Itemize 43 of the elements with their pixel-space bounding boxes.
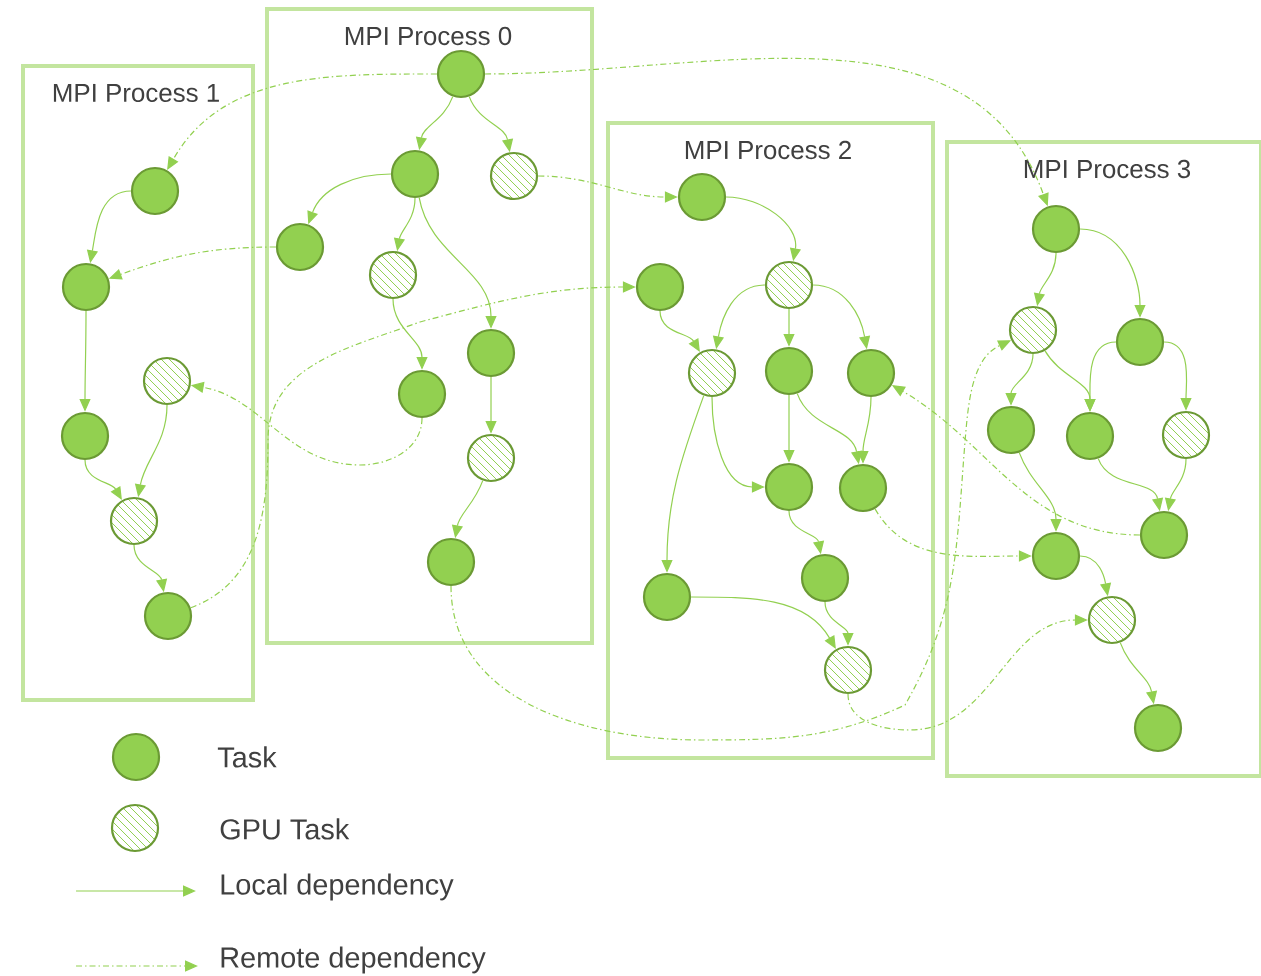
task-circle — [1115, 317, 1165, 367]
task-circle — [466, 328, 516, 378]
process-box: MPI Process 3 — [945, 140, 1261, 778]
task-circle — [764, 462, 814, 512]
task-circle — [60, 411, 110, 461]
task-circle — [275, 222, 325, 272]
legend-label: GPU Task — [220, 818, 350, 840]
gpu-task-circle — [823, 645, 873, 695]
task-circle — [838, 463, 888, 513]
task-circle — [846, 348, 896, 398]
task-circle — [390, 149, 440, 199]
task-circle — [130, 166, 180, 216]
process-box: MPI Process 2 — [606, 121, 935, 760]
task-circle — [986, 405, 1036, 455]
gpu-task-circle — [489, 151, 539, 201]
gpu-task-circle — [109, 496, 159, 546]
task-circle — [635, 262, 685, 312]
task-circle — [1031, 531, 1081, 581]
task-circle — [1133, 703, 1183, 753]
task-circle — [61, 262, 111, 312]
task-circle — [642, 572, 692, 622]
task-circle — [1065, 411, 1115, 461]
legend-label: Task — [217, 746, 277, 768]
task-circle — [426, 537, 476, 587]
gpu-task-circle — [142, 356, 192, 406]
legend-label: Local dependency — [221, 873, 454, 901]
task-circle — [677, 172, 727, 222]
gpu-task-circle — [466, 433, 516, 483]
task-circle — [436, 49, 486, 99]
gpu-task-circle — [368, 250, 418, 300]
gpu-task-circle — [1008, 305, 1058, 355]
task-circle — [1031, 204, 1081, 254]
task-circle — [397, 369, 447, 419]
task-circle — [1139, 510, 1189, 560]
task-circle — [143, 591, 193, 641]
gpu-task-circle — [1087, 595, 1137, 645]
gpu-task-circle — [1161, 410, 1211, 460]
task-circle — [800, 553, 850, 603]
process-box: MPI Process 1 — [21, 64, 255, 702]
gpu-task-circle — [764, 260, 814, 310]
process-box: MPI Process 0 — [265, 7, 594, 645]
legend-label: Remote dependency — [221, 946, 486, 974]
task-circle — [764, 346, 814, 396]
